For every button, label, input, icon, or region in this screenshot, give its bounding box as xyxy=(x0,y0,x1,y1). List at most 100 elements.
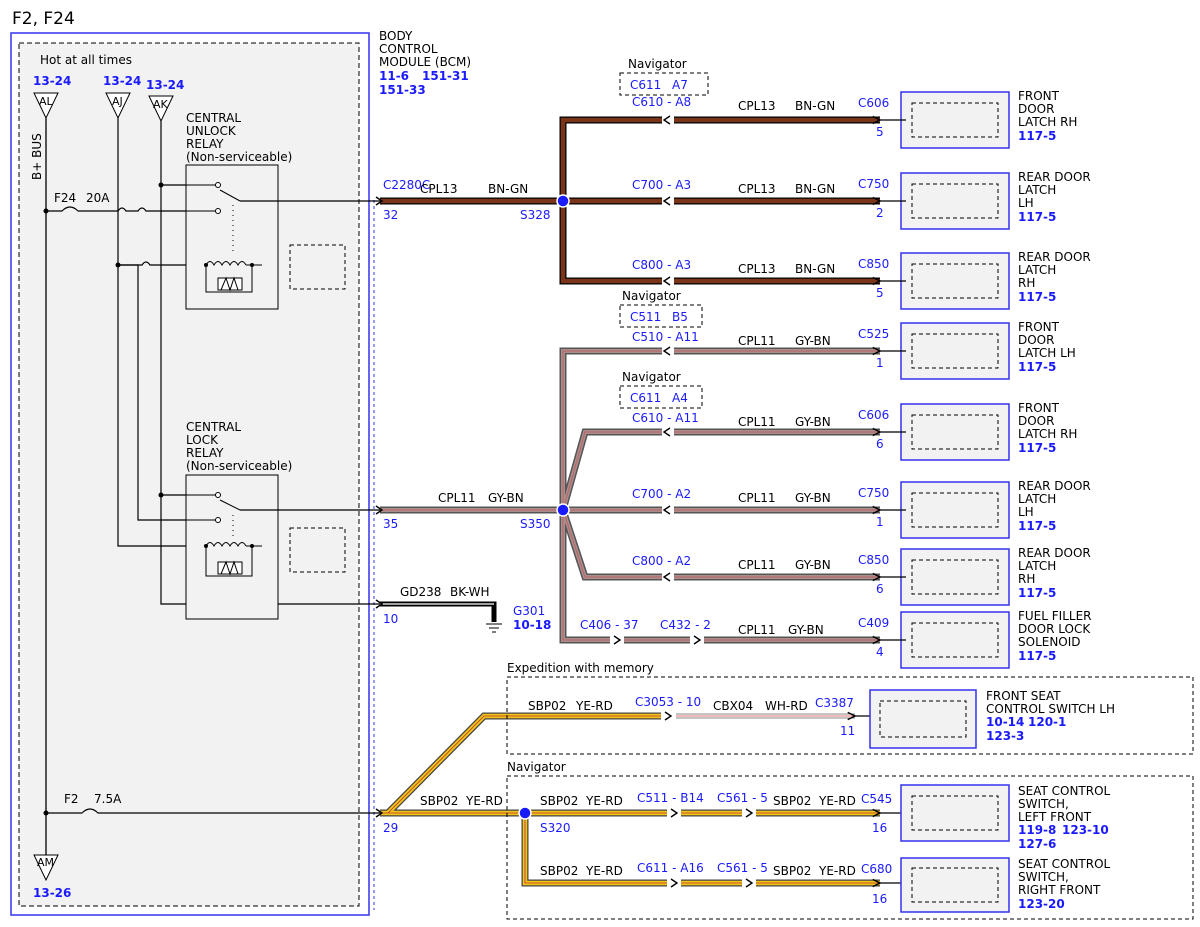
unlock-relay-line2: UNLOCK xyxy=(186,124,237,138)
inline-c561-5-a: C561 - 5 xyxy=(717,791,768,805)
component-box xyxy=(900,611,1010,669)
nav-box-1-conn: C611 xyxy=(630,78,661,92)
fs-ref2: 120-1 xyxy=(1028,715,1066,729)
component-label-line: DOOR xyxy=(1018,333,1054,347)
wire-whrd: WH-RD xyxy=(765,699,808,713)
component-conn: C409 xyxy=(858,616,889,630)
component-conn: C850 xyxy=(858,257,889,271)
lf-pin: 16 xyxy=(872,821,887,835)
lock-relay-line2: LOCK xyxy=(186,433,219,447)
f24-fuse-line xyxy=(46,206,218,212)
component-label-line: REAR DOOR xyxy=(1018,479,1091,493)
wire-yerd-lf2: YE-RD xyxy=(818,794,856,808)
wire-sbp02-exp: SBP02 xyxy=(528,699,566,713)
wire-gybn-2: GY-BN xyxy=(795,415,831,429)
component-box xyxy=(900,481,1010,539)
aj-ref: 13-24 xyxy=(103,74,141,88)
component-label-line: LATCH RH xyxy=(1018,427,1077,441)
lf-ref1: 119-8 xyxy=(1018,823,1056,837)
cpl11-harness xyxy=(380,347,880,644)
wire-cpl13-1: CPL13 xyxy=(738,99,776,113)
component-ref: 117-5 xyxy=(1018,360,1056,374)
terminal-aj: AJ xyxy=(105,92,131,120)
lf-line1: SEAT CONTROL xyxy=(1018,784,1111,798)
component-label-line: LATCH xyxy=(1018,183,1056,197)
component-pin: 6 xyxy=(876,437,884,451)
component-internal xyxy=(911,414,999,450)
wire-bkwh: BK-WH xyxy=(450,585,490,599)
navigator-label-1: Navigator xyxy=(628,57,687,71)
pin-10: 10 xyxy=(383,612,398,626)
lock-relay-line4: (Non-serviceable) xyxy=(186,459,292,473)
rf-line1: SEAT CONTROL xyxy=(1018,857,1111,871)
component-label-line: FRONT xyxy=(1018,401,1060,415)
component-ref: 117-5 xyxy=(1018,441,1056,455)
component-pin: 5 xyxy=(876,125,884,139)
expedition-box xyxy=(506,676,1194,755)
nav-box-2 xyxy=(619,304,703,328)
component-internal xyxy=(911,492,999,528)
wire-cpl13-2: CPL13 xyxy=(738,182,776,196)
gd238-wire xyxy=(380,601,502,633)
fs-line1: FRONT SEAT xyxy=(986,689,1061,703)
navigator-label-2: Navigator xyxy=(622,289,681,303)
component-label-line: RH xyxy=(1018,276,1035,290)
component-label-line: LH xyxy=(1018,505,1034,519)
bcm-line1: BODY xyxy=(379,29,413,43)
wire-sbp02-lf1: SBP02 xyxy=(540,794,578,808)
inline-c700-a2: C700 - A2 xyxy=(632,487,691,501)
component-label-line: RH xyxy=(1018,572,1035,586)
g301-label: G301 xyxy=(513,604,545,618)
component-ref: 117-5 xyxy=(1018,649,1056,663)
component-box xyxy=(900,322,1010,380)
s320-label: S320 xyxy=(540,821,571,835)
central-lock-relay xyxy=(185,474,380,620)
component-internal xyxy=(911,622,999,658)
component-conn: C850 xyxy=(858,553,889,567)
seat-switch-lf-box xyxy=(900,784,1010,842)
fs-conn: C3387 xyxy=(815,696,854,710)
component-box xyxy=(900,252,1010,310)
component-conn: C525 xyxy=(858,327,889,341)
unlock-relay-line4: (Non-serviceable) xyxy=(186,150,292,164)
hot-label: Hot at all times xyxy=(40,53,132,67)
unlock-relay-line3: RELAY xyxy=(186,137,224,151)
ak-ground-line xyxy=(160,121,380,605)
wire-cpl13-main: CPL13 xyxy=(420,182,458,196)
c2280c-label: C2280C xyxy=(383,178,430,192)
wire-cpl11-4: CPL11 xyxy=(738,558,776,572)
component-conn: C750 xyxy=(858,486,889,500)
nav-box-1-pin: A7 xyxy=(672,78,688,92)
pin-35: 35 xyxy=(383,517,398,531)
component-label-line: REAR DOOR xyxy=(1018,546,1091,560)
wire-gd238: GD238 xyxy=(400,585,441,599)
inline-c561-5-b: C561 - 5 xyxy=(717,861,768,875)
wire-gybn-5: GY-BN xyxy=(788,623,824,637)
component-label-line: DOOR LOCK xyxy=(1018,622,1091,636)
inline-connector-gaps xyxy=(610,112,756,891)
nav-box-3-conn: C611 xyxy=(630,391,661,405)
wire-sbp02-rf2: SBP02 xyxy=(773,864,811,878)
component-label-line: FRONT xyxy=(1018,320,1060,334)
component-pin: 4 xyxy=(876,645,884,659)
central-unlock-relay xyxy=(185,164,380,310)
wire-yerd-main: YE-RD xyxy=(465,794,503,808)
component-internal xyxy=(911,263,999,299)
nav-box-1 xyxy=(619,72,709,96)
wire-cpl11-5: CPL11 xyxy=(738,623,776,637)
fs-ref3: 123-3 xyxy=(986,729,1024,743)
component-label-line: LATCH xyxy=(1018,559,1056,573)
nav-box-3-pin: A4 xyxy=(672,391,688,405)
rf-ref1: 123-20 xyxy=(1018,897,1065,911)
s328-label: S328 xyxy=(520,208,551,222)
component-box xyxy=(900,403,1010,461)
fs-line2: CONTROL SWITCH LH xyxy=(986,702,1115,716)
svg-text:AL: AL xyxy=(39,95,54,108)
nav-box-2-conn: C511 xyxy=(630,310,661,324)
splice-s320 xyxy=(518,806,532,820)
component-pin: 2 xyxy=(876,206,884,220)
